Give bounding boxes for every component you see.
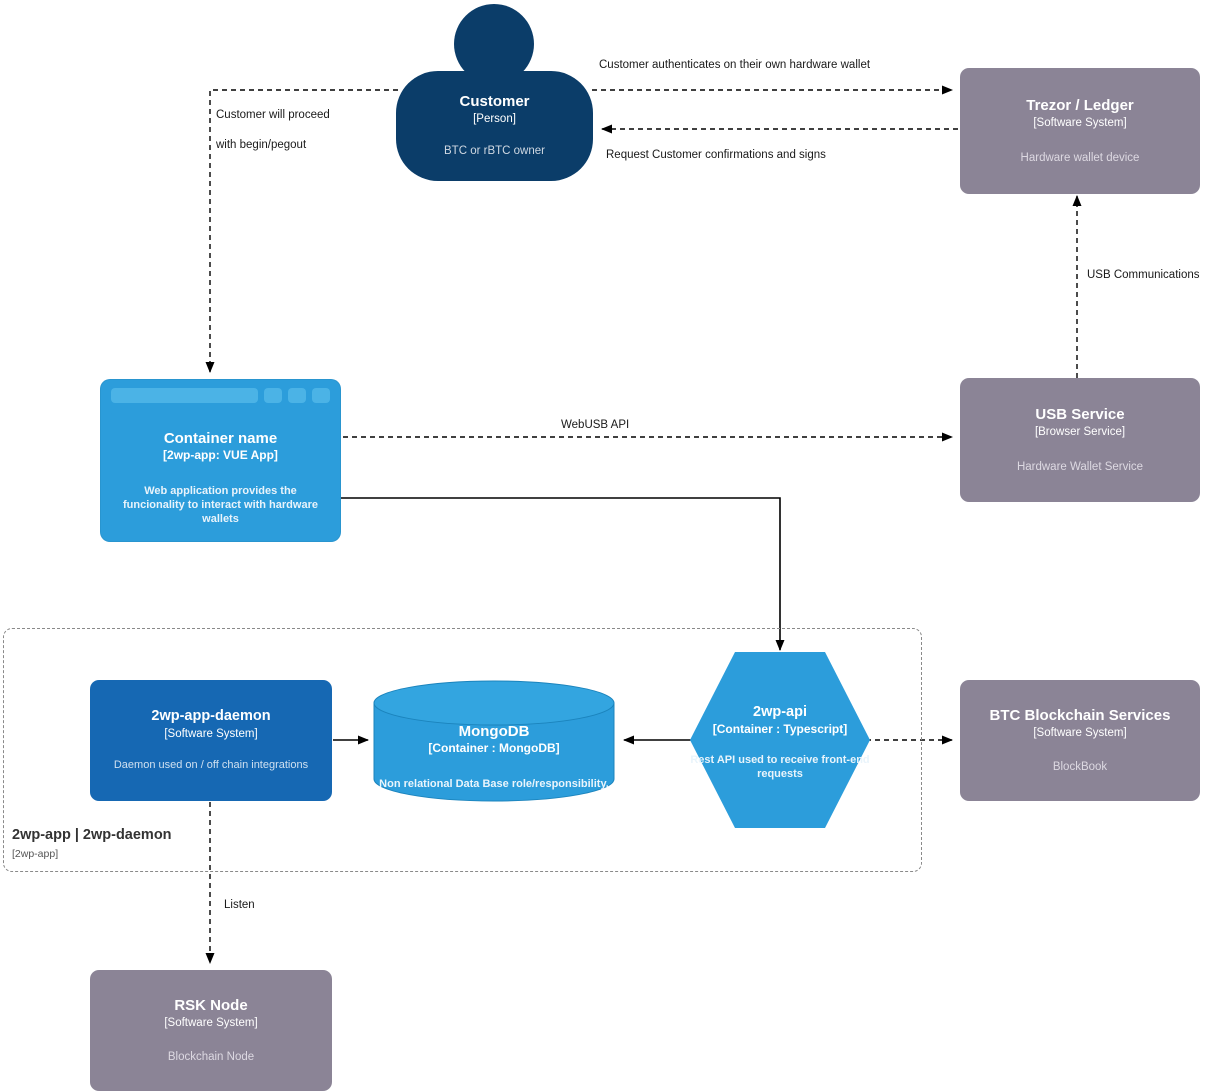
edge-label-customer-authenticates: Customer authenticates on their own hard… <box>599 59 871 71</box>
daemon-description: Daemon used on / off chain integrations <box>113 759 309 772</box>
browser-viewport: Container name [2wp-app: VUE App] Web ap… <box>111 408 330 531</box>
customer-head-icon <box>454 4 534 84</box>
mongodb-description: Non relational Data Base role/responsibi… <box>379 778 609 791</box>
rsk-node-description: Blockchain Node <box>167 1051 255 1064</box>
trezor-ledger-description: Hardware wallet device <box>1020 151 1140 164</box>
trezor-ledger-tech: [Software System] <box>1033 117 1127 130</box>
api-description: Rest API used to receive front-end reque… <box>690 754 870 781</box>
btc-services-tech: [Software System] <box>1033 726 1127 739</box>
daemon-tech: [Software System] <box>164 727 258 740</box>
api-text-block: 2wp-api [Container : Typescript] Rest AP… <box>690 704 870 782</box>
customer-title: Customer <box>459 93 530 110</box>
edge-label-customer-proceed-line2: with begin/pegout <box>216 139 307 151</box>
mongodb-title: MongoDB <box>458 723 530 740</box>
trezor-ledger-title: Trezor / Ledger <box>1026 97 1134 115</box>
usb-service-title: USB Service <box>1035 406 1125 424</box>
rsk-node-title: RSK Node <box>174 996 248 1014</box>
node-btc-blockchain-services[interactable]: BTC Blockchain Services [Software System… <box>960 680 1200 801</box>
edge-label-customer-proceed-line1: Customer will proceed <box>216 109 330 121</box>
mongodb-tech: [Container : MongoDB] <box>428 741 560 756</box>
customer-description: BTC or rBTC owner <box>444 145 545 158</box>
rsk-node-tech: [Software System] <box>164 1016 258 1029</box>
edge-label-request-confirmations: Request Customer confirmations and signs <box>606 149 826 161</box>
browser-control-icon-2[interactable] <box>288 388 306 403</box>
container-name-tech: [2wp-app: VUE App] <box>163 448 278 463</box>
api-hexagon-shape <box>690 652 870 828</box>
usb-service-description: Hardware Wallet Service <box>1016 460 1144 473</box>
edge-label-webusb-api: WebUSB API <box>561 419 630 431</box>
btc-services-description: BlockBook <box>1052 761 1108 774</box>
browser-control-icon-3[interactable] <box>312 388 330 403</box>
node-container-name[interactable]: Container name [2wp-app: VUE App] Web ap… <box>100 379 341 542</box>
boundary-2wp-app <box>3 628 922 872</box>
boundary-sublabel: [2wp-app] <box>12 848 59 860</box>
mongodb-cylinder-shape <box>373 680 615 802</box>
node-2wp-api[interactable]: 2wp-api [Container : Typescript] Rest AP… <box>690 652 870 828</box>
daemon-title: 2wp-app-daemon <box>151 708 271 725</box>
node-trezor-ledger[interactable]: Trezor / Ledger [Software System] Hardwa… <box>960 68 1200 194</box>
edge-label-listen: Listen <box>224 899 255 911</box>
customer-tech: [Person] <box>473 113 516 126</box>
node-2wp-app-daemon[interactable]: 2wp-app-daemon [Software System] Daemon … <box>90 680 332 801</box>
edge-customer-to-container <box>205 89 398 373</box>
boundary-label: 2wp-app | 2wp-daemon <box>12 827 172 843</box>
edge-label-usb-communications: USB Communications <box>1087 269 1200 281</box>
mongodb-text-block: MongoDB [Container : MongoDB] Non relati… <box>373 723 615 792</box>
node-usb-service[interactable]: USB Service [Browser Service] Hardware W… <box>960 378 1200 502</box>
browser-address-bar[interactable] <box>111 388 258 403</box>
container-name-description: Web application provides the funcionalit… <box>123 485 318 525</box>
browser-control-icon-1[interactable] <box>264 388 282 403</box>
usb-service-tech: [Browser Service] <box>1034 426 1126 439</box>
node-customer[interactable]: Customer [Person] BTC or rBTC owner <box>396 71 593 181</box>
node-rsk-node[interactable]: RSK Node [Software System] Blockchain No… <box>90 970 332 1091</box>
btc-services-title: BTC Blockchain Services <box>989 706 1171 724</box>
api-tech: [Container : Typescript] <box>712 721 848 736</box>
api-title: 2wp-api <box>753 704 807 720</box>
container-name-title: Container name <box>163 430 278 447</box>
browser-chrome-bar <box>111 388 330 403</box>
node-mongodb[interactable]: MongoDB [Container : MongoDB] Non relati… <box>373 680 615 802</box>
